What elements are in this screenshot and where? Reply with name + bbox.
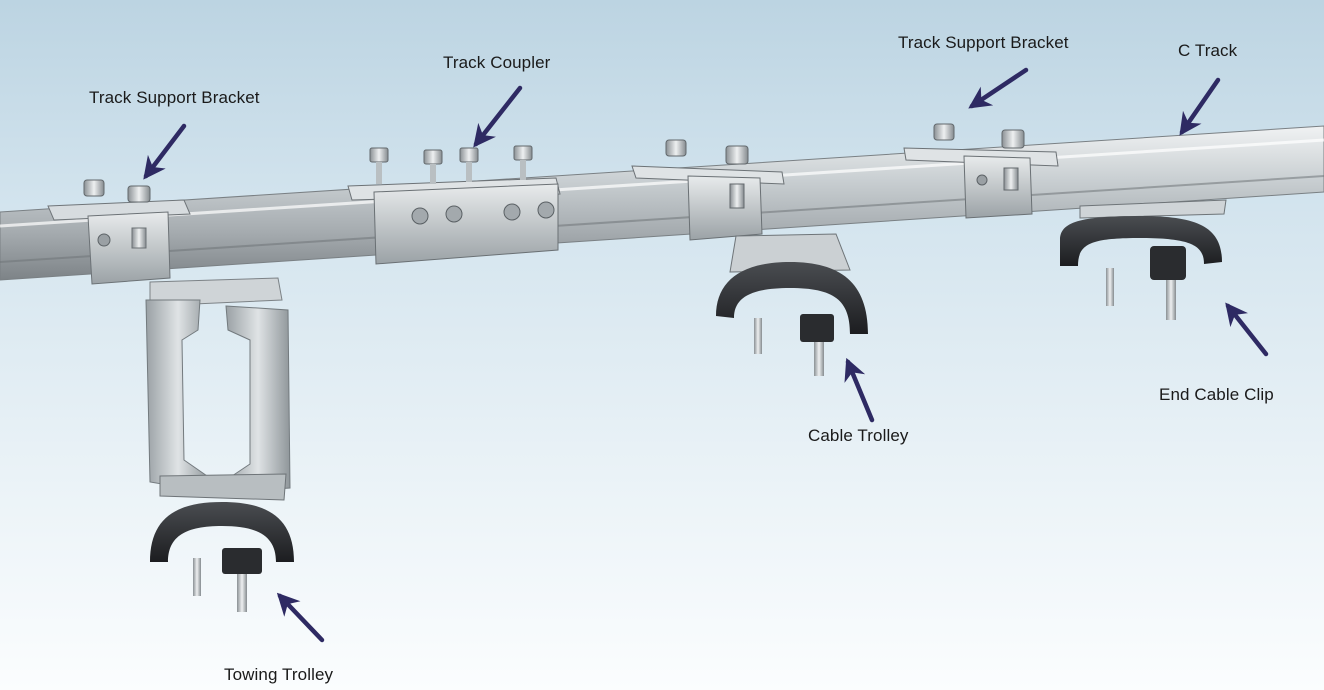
cable-trolley-part bbox=[631, 139, 868, 376]
end-cable-clip-part bbox=[1060, 199, 1227, 320]
label-c-track: C Track bbox=[1178, 41, 1238, 60]
c-track-rail bbox=[0, 125, 1324, 281]
arrow-track-support-bracket-left bbox=[143, 123, 187, 180]
arrow-cable-trolley bbox=[844, 357, 875, 423]
track-coupler bbox=[347, 145, 561, 265]
track-support-bracket-right bbox=[903, 123, 1059, 219]
label-end-cable-clip: End Cable Clip bbox=[1159, 385, 1274, 404]
arrow-towing-trolley bbox=[276, 592, 325, 643]
label-towing-trolley: Towing Trolley bbox=[224, 665, 334, 684]
track-support-bracket-left bbox=[47, 179, 191, 285]
arrow-track-support-bracket-right bbox=[968, 67, 1029, 109]
label-track-support-bracket-right: Track Support Bracket bbox=[898, 33, 1069, 52]
towing-trolley-part bbox=[145, 277, 294, 612]
label-track-coupler: Track Coupler bbox=[443, 53, 551, 72]
label-cable-trolley: Cable Trolley bbox=[808, 426, 909, 445]
label-track-support-bracket-left: Track Support Bracket bbox=[89, 88, 260, 107]
arrow-track-coupler bbox=[473, 85, 523, 148]
annotation-arrows bbox=[143, 67, 1269, 643]
arrow-c-track bbox=[1179, 77, 1221, 136]
arrow-end-cable-clip bbox=[1225, 302, 1269, 357]
